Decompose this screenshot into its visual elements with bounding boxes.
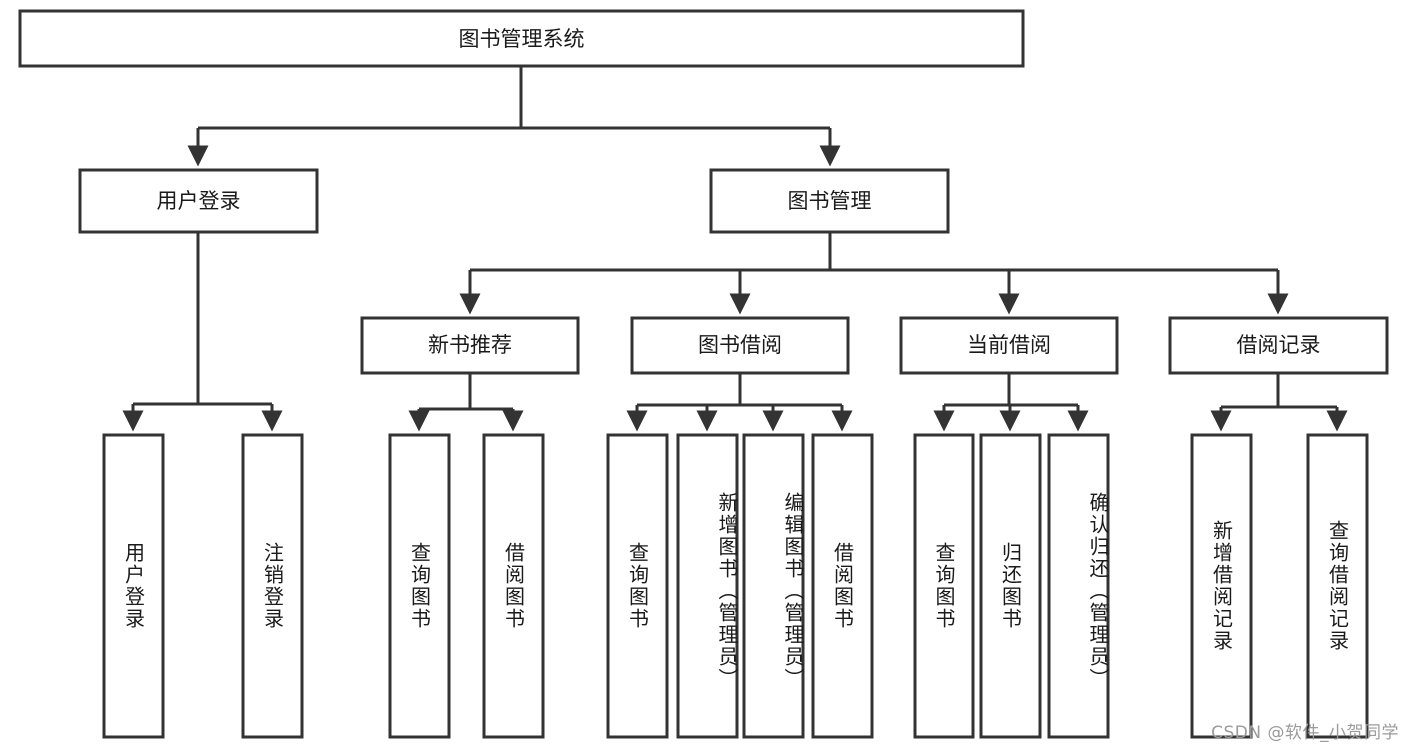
node-root-label: 图书管理系统 xyxy=(459,27,585,51)
leaf-box-borrow-book-2[interactable] xyxy=(811,433,874,739)
node-new-book-recommend[interactable]: 新书推荐 xyxy=(360,316,580,375)
node-book-management-label: 图书管理 xyxy=(788,189,872,213)
node-root-box[interactable] xyxy=(18,9,1025,68)
watermark: CSDN @软件_小贺同学 xyxy=(1211,723,1399,743)
leaf-box-query-book-1[interactable] xyxy=(388,433,451,739)
node-current-borrow-box[interactable] xyxy=(899,316,1119,375)
leaf-box-query-record[interactable] xyxy=(1306,433,1369,739)
node-book-management-box[interactable] xyxy=(709,168,950,234)
node-book-management[interactable]: 图书管理 xyxy=(709,168,950,234)
leaf-box-add-record[interactable] xyxy=(1190,433,1253,739)
node-user-login[interactable]: 用户登录 xyxy=(78,168,319,234)
leaf-box-return-book[interactable] xyxy=(979,433,1042,739)
leaf-box-query-book-3[interactable] xyxy=(913,433,975,739)
leaf-box-edit-book[interactable] xyxy=(742,433,805,739)
node-current-borrow[interactable]: 当前借阅 xyxy=(899,316,1119,375)
node-book-borrow-box[interactable] xyxy=(630,316,850,375)
leaf-box-user-login[interactable] xyxy=(102,433,165,739)
node-current-borrow-label: 当前借阅 xyxy=(967,333,1051,357)
node-book-borrow[interactable]: 图书借阅 xyxy=(630,316,850,375)
node-root[interactable]: 图书管理系统 xyxy=(18,9,1025,68)
node-new-book-recommend-box[interactable] xyxy=(360,316,580,375)
node-borrow-record[interactable]: 借阅记录 xyxy=(1168,316,1389,375)
connector-layer xyxy=(122,66,1348,432)
leaf-box-query-book-2[interactable] xyxy=(606,433,669,739)
leaf-box-layer xyxy=(102,433,1369,739)
leaf-box-logout[interactable] xyxy=(241,433,304,739)
node-borrow-record-label: 借阅记录 xyxy=(1237,333,1321,357)
node-borrow-record-box[interactable] xyxy=(1168,316,1389,375)
node-user-login-box[interactable] xyxy=(78,168,319,234)
node-user-login-label: 用户登录 xyxy=(157,189,241,213)
leaf-box-add-book[interactable] xyxy=(676,433,739,739)
leaf-box-confirm-return[interactable] xyxy=(1047,433,1110,739)
node-book-borrow-label: 图书借阅 xyxy=(698,333,782,357)
leaf-box-borrow-book-1[interactable] xyxy=(482,433,545,739)
node-new-book-recommend-label: 新书推荐 xyxy=(428,333,512,357)
